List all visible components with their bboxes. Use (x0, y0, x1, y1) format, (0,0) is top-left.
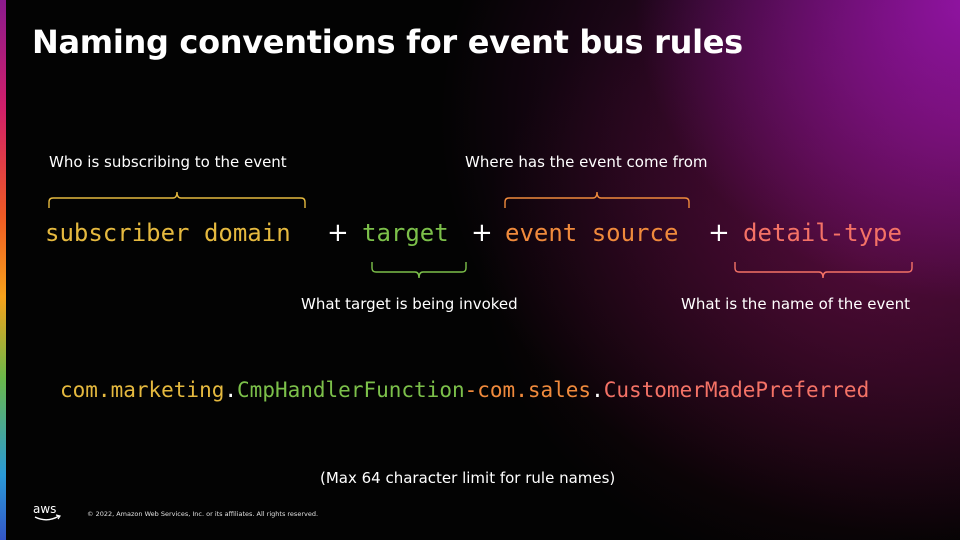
example-target: CmpHandlerFunction (237, 378, 465, 402)
example-separator-dash: - (464, 378, 478, 402)
formula-detail-type: detail-type (743, 219, 902, 247)
label-source: Where has the event come from (465, 153, 708, 171)
slide-title: Naming conventions for event bus rules (32, 23, 743, 61)
accent-bar (0, 0, 6, 540)
label-target: What target is being invoked (301, 295, 518, 313)
brace-detail-type (734, 262, 913, 279)
aws-logo: aws (33, 502, 61, 521)
plus-2: + (471, 218, 493, 248)
brace-source (504, 191, 690, 208)
plus-3: + (708, 218, 730, 248)
aws-logo-text: aws (33, 502, 56, 516)
example-event-source: com.sales (477, 378, 592, 402)
label-detail-type: What is the name of the event (681, 295, 910, 313)
plus-1: + (327, 218, 349, 248)
copyright: © 2022, Amazon Web Services, Inc. or its… (87, 510, 319, 518)
example-rule-name: com.marketing.CmpHandlerFunction-com.sal… (60, 378, 869, 402)
brace-target (371, 262, 467, 279)
formula-event-source: event source (505, 219, 679, 247)
label-subscriber: Who is subscribing to the event (49, 153, 287, 171)
character-limit-note: (Max 64 character limit for rule names) (320, 469, 616, 487)
formula-subscriber-domain: subscriber domain (45, 219, 291, 247)
example-separator-dot: . (224, 378, 238, 402)
formula-target: target (362, 219, 449, 247)
example-separator-dot-2: . (591, 378, 604, 402)
example-subscriber-domain: com.marketing (60, 378, 225, 402)
example-detail-type: CustomerMadePreferred (603, 378, 870, 402)
brace-subscriber (48, 191, 306, 208)
